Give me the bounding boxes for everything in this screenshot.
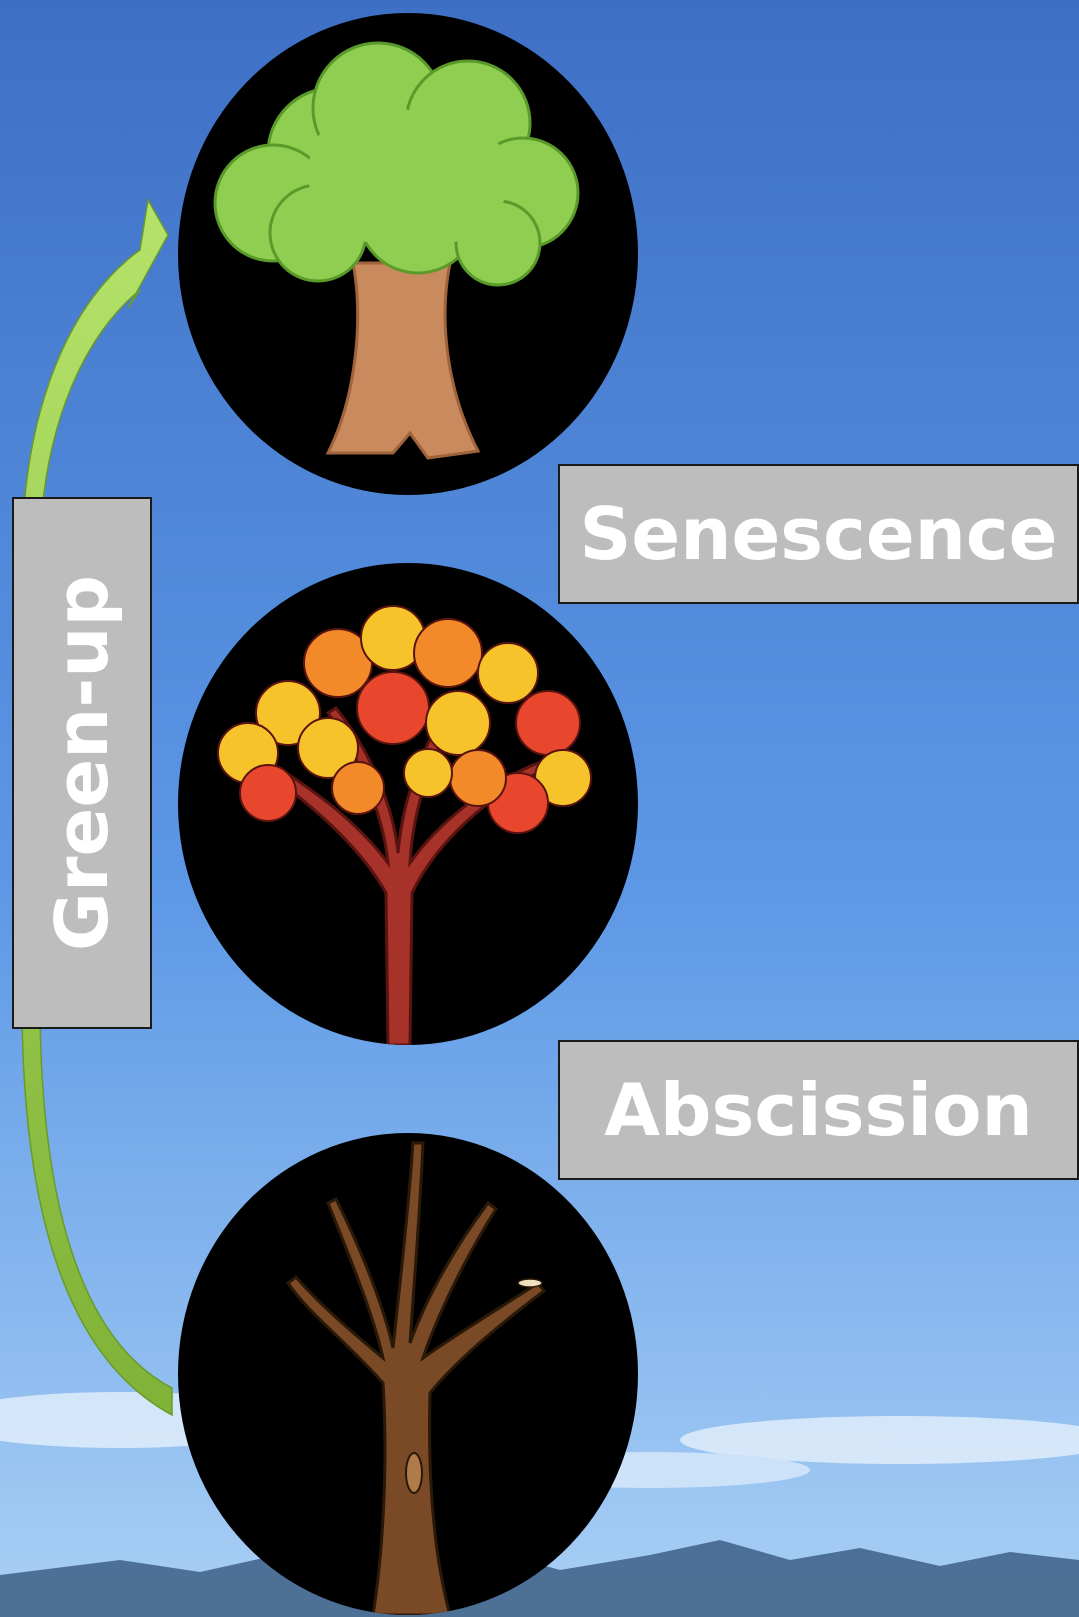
autumn-tree-circle (178, 563, 638, 1045)
senescence-label: Senescence (580, 492, 1058, 576)
greenup-label: Green-up (40, 575, 124, 951)
abscission-label: Abscission (604, 1068, 1033, 1152)
senescence-label-box: Senescence (558, 464, 1079, 604)
abscission-label-box: Abscission (558, 1040, 1079, 1180)
bare-tree-circle (178, 1133, 638, 1615)
greenup-label-box: Green-up (12, 497, 152, 1029)
bare-tree-icon (178, 1133, 638, 1615)
green-tree-icon (178, 13, 638, 495)
autumn-tree-icon (178, 563, 638, 1045)
green-tree-circle (178, 13, 638, 495)
